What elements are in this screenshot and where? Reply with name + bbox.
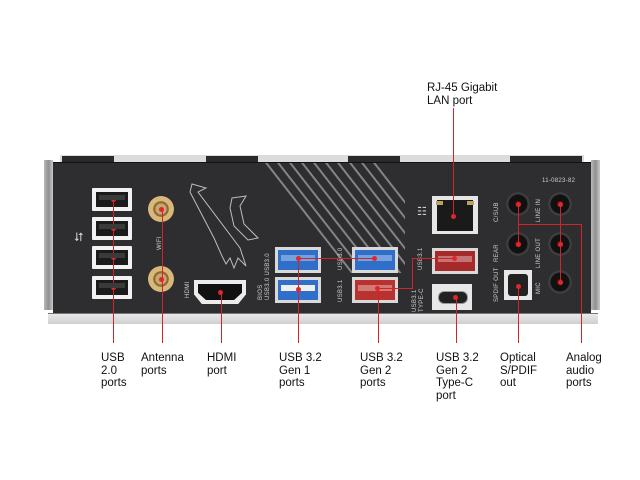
pin (558, 242, 563, 247)
callout-label-usb32-gen1: USB 3.2 Gen 1 ports (279, 352, 322, 389)
leader-line-usb32g2 (378, 288, 379, 343)
spdif-out-silk-label: SPDIF OUT (494, 267, 500, 302)
usb32-gen2-port (432, 248, 478, 274)
callout-label-hdmi: HDMI port (207, 352, 237, 377)
pin (516, 202, 521, 207)
leader-line-usb32g2-h (378, 288, 412, 289)
rear-silk-label: REAR (494, 244, 500, 262)
leader-line-usb32g1 (298, 258, 299, 343)
pin (159, 207, 164, 212)
pin (218, 290, 223, 295)
leader-line-usb32g2-v (412, 258, 413, 289)
callout-label-lan: RJ-45 Gigabit LAN port (427, 82, 498, 107)
leader-line-usb32g1-h (298, 258, 376, 259)
leader-line-audio-h (518, 224, 581, 225)
usb20-port (92, 217, 132, 240)
leader-line-antenna (162, 209, 163, 343)
pin (372, 256, 377, 261)
callout-label-antenna: Antenna ports (141, 352, 184, 377)
shield-bottom-strip (48, 313, 598, 324)
bios-usb-silk-label: BIOS USB3.0 USB3.0 (258, 253, 271, 300)
line-in-silk-label: LINE IN (536, 198, 542, 222)
leader-line-usb20 (113, 198, 114, 343)
pin (558, 202, 563, 207)
callout-label-audio: Analog audio ports (566, 352, 602, 389)
pin (453, 295, 458, 300)
usb20-port (92, 246, 132, 269)
aorus-eagle-logo-icon (189, 183, 260, 270)
usb31-typec-silk-label: USB3.1 TYPE-C (412, 288, 425, 312)
shield-notch (62, 156, 114, 164)
csub-silk-label: C/SUB (494, 202, 500, 222)
pin (516, 242, 521, 247)
usb-symbol-icon: ⮃ (74, 230, 84, 244)
pin (296, 287, 301, 292)
usb20-port (92, 276, 132, 299)
pin-lan (451, 214, 456, 219)
mic-silk-label: MIC (536, 282, 542, 294)
shield-notch (348, 156, 400, 164)
usb31-silk-label: USB3.1 (338, 279, 344, 302)
leader-line-typec (456, 297, 457, 343)
network-symbol-icon: ☷ (417, 206, 428, 218)
shield-top-strip (60, 155, 584, 165)
leader-line-audio (581, 224, 582, 343)
leader-line-spdif (518, 286, 519, 343)
usb32-gen2-typec-port (432, 284, 472, 310)
leader-line-hdmi (221, 292, 222, 343)
leader-line-lan (453, 108, 454, 216)
shield-left-edge (44, 160, 53, 310)
callout-label-spdif: Optical S/PDIF out (500, 352, 538, 389)
model-code: 11-0823-82 (542, 178, 576, 184)
callout-label-usb20: USB 2.0 ports (101, 352, 127, 389)
callout-label-usb32-gen2: USB 3.2 Gen 2 ports (360, 352, 403, 389)
callout-label-usb32-typec: USB 3.2 Gen 2 Type-C port (436, 352, 479, 402)
pin (558, 280, 563, 285)
pin (296, 256, 301, 261)
shield-right-edge (591, 160, 600, 310)
hdmi-silk-label: HDMI (185, 281, 191, 298)
pin (375, 286, 380, 291)
usb20-port (92, 188, 132, 211)
leader-line-usb32g2-h2 (412, 258, 456, 259)
pin (516, 284, 521, 289)
line-out-silk-label: LINE OUT (536, 237, 542, 268)
shield-notch (206, 156, 258, 164)
shield-notch (510, 156, 582, 164)
pin (159, 277, 164, 282)
pin (452, 256, 457, 261)
